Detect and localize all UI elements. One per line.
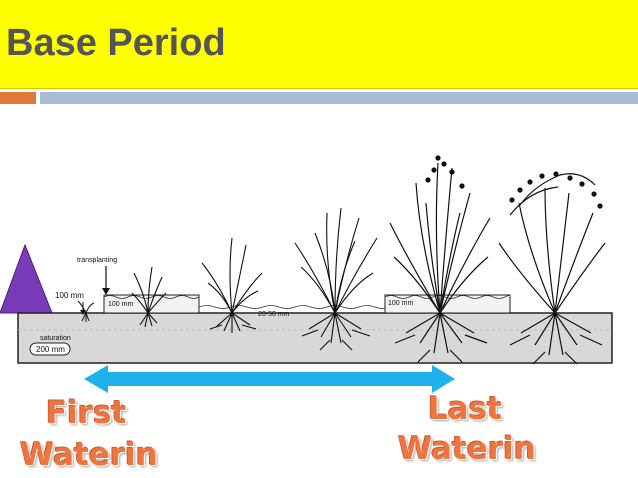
transplanting-label: transplanting — [77, 257, 117, 264]
soil-layer — [17, 312, 613, 364]
depth-box2-label: 100 mm — [388, 300, 413, 307]
rice-plant-3 — [294, 207, 378, 351]
seedling-0 — [77, 300, 95, 322]
base-period-arrow — [84, 365, 455, 393]
first-watering-label-line1: First — [46, 395, 127, 431]
first-watering-label-line2: Waterin — [20, 437, 158, 473]
slide-title: Base Period — [6, 22, 226, 64]
depth-box1-label: 100 mm — [108, 301, 133, 308]
depth-mid-label: 20-50 mm — [258, 311, 290, 318]
last-watering-label-line2: Waterin — [398, 431, 536, 467]
accent-bar-blue — [40, 92, 638, 104]
rice-plant-2 — [201, 237, 263, 333]
rice-plant-5 — [498, 171, 606, 365]
rice-growth-diagram: transplanting 100 mm 100 mm 20-50 mm 100… — [0, 155, 613, 393]
purple-triangle — [0, 243, 53, 314]
rice-plant-4 — [389, 155, 491, 363]
title-bar: Base Period — [0, 0, 638, 89]
saturation-label: saturation — [40, 335, 71, 342]
saturation-value: 200 mm — [36, 345, 65, 354]
accent-bar-orange — [0, 92, 36, 104]
last-watering-label-line1: Last — [428, 391, 502, 427]
water-box-2 — [384, 294, 511, 314]
depth-left-label: 100 mm — [55, 291, 84, 300]
rice-plant-1 — [131, 266, 167, 328]
saturation-pill — [29, 342, 71, 356]
